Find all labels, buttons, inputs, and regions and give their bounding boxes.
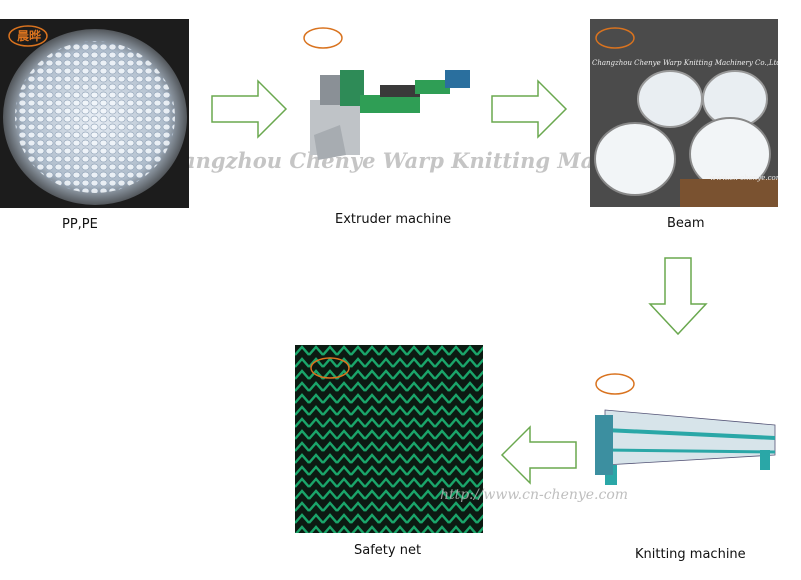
beam-graphic: [590, 19, 778, 207]
safety-net-label: Safety net: [354, 543, 422, 558]
beam-image: Changzhou Chenye Warp Knitting Machinery…: [590, 19, 778, 207]
extruder-graphic: [310, 70, 470, 160]
safety-net-image: [295, 345, 483, 533]
knitting-machine-image: [590, 370, 780, 490]
extruder-label: Extruder machine: [335, 212, 452, 227]
pp-pe-granules-image: 晨晔: [0, 19, 189, 208]
extruder-machine-image: [300, 25, 480, 175]
beam-caption: Changzhou Chenye Warp Knitting Machinery…: [592, 59, 778, 67]
company-logo-3: [595, 27, 635, 49]
company-logo-4: [595, 373, 635, 395]
granules-graphic: [3, 29, 187, 205]
beam-label: Beam: [667, 216, 705, 231]
logo-text: 晨晔: [17, 29, 42, 43]
knitting-label: Knitting machine: [635, 547, 746, 562]
net-graphic: [295, 345, 483, 533]
company-logo: 晨晔: [8, 25, 48, 47]
arrow-down: [648, 257, 708, 336]
arrow-left: [500, 425, 577, 485]
company-logo-5: [310, 357, 350, 379]
arrow-right-1: [211, 79, 288, 139]
arrow-right-2: [491, 79, 568, 139]
knitting-graphic: [595, 409, 776, 485]
beam-url: www.cn-chenye.com: [710, 174, 778, 182]
pp-pe-label: PP,PE: [62, 217, 98, 232]
company-logo-2: [303, 27, 343, 49]
company-url: http://www.cn-chenye.com: [440, 487, 629, 503]
